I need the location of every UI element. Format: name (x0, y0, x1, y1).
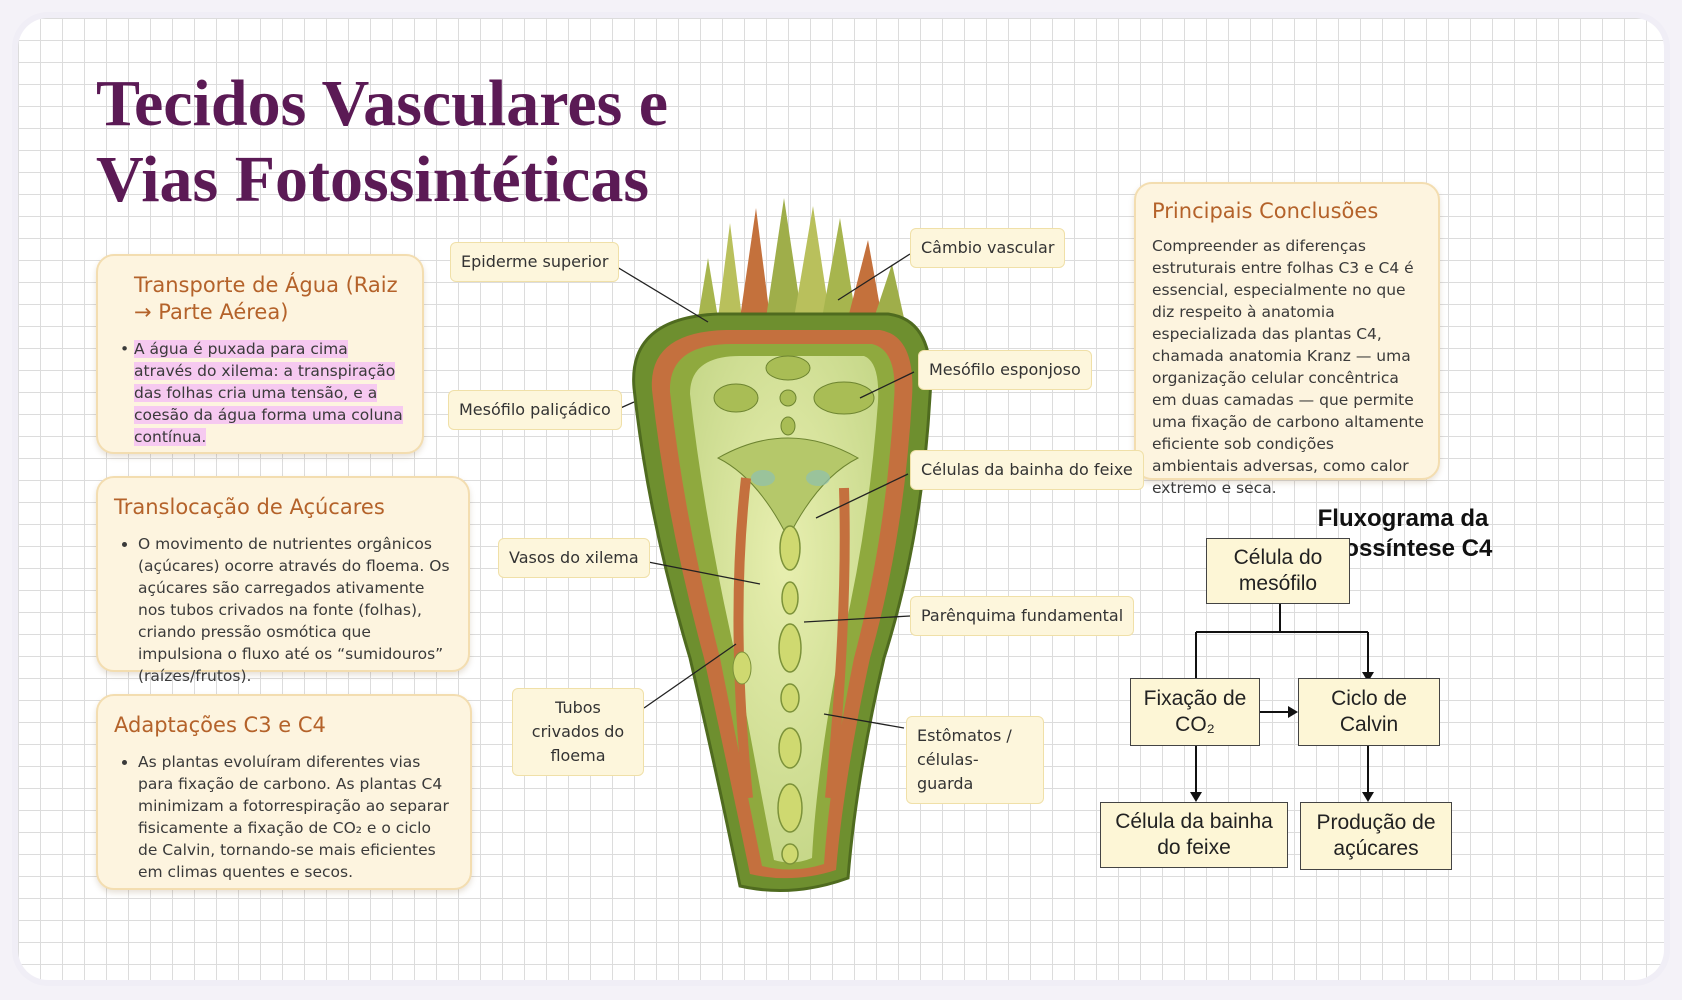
label-celulas-bainha: Células da bainha do feixe (910, 450, 1144, 490)
title-line-1: Tecidos Vasculares e (96, 67, 669, 140)
leader-lines (611, 253, 915, 729)
stem-left-node (732, 651, 752, 685)
card-conclusions: Principais Conclusões Compreender as dif… (1134, 182, 1440, 497)
stem-vascular-bundle (713, 355, 875, 540)
card-conclusions-heading: Principais Conclusões (1152, 199, 1379, 223)
grid-sheet: Tecidos Vasculares e Vias Fotossintética… (18, 18, 1664, 980)
card-c3c4-heading: Adaptações C3 e C4 (114, 713, 326, 737)
stem-right-channel (825, 487, 850, 799)
card-c3-c4: Adaptações C3 e C4 As plantas evoluíram … (96, 694, 472, 890)
label-parenquima: Parênquima fundamental (910, 596, 1135, 636)
card-sugar-translocation: Translocação de Açúcares O movimento de … (96, 476, 470, 685)
label-mesofilo-palicadico: Mesófilo paliçádico (448, 390, 622, 430)
flow-box-mesofilo: Célula do mesófilo (1206, 538, 1350, 604)
title-line-2: Vias Fotossintéticas (96, 143, 650, 216)
flow-box-acucares: Produção de açúcares (1300, 802, 1452, 870)
flow-arrowheads (1190, 672, 1374, 802)
flow-box-calvin: Ciclo de Calvin (1298, 678, 1440, 746)
label-tubos-floema: Tubos crivados do floema (512, 688, 644, 776)
flow-box-bainha: Célula da bainha do feixe (1100, 802, 1288, 868)
card-sugar-text: O movimento de nutrientes orgânicos (açú… (138, 533, 452, 687)
page-title: Tecidos Vasculares e Vias Fotossintética… (96, 66, 816, 218)
label-epiderme-superior: Epiderme superior (450, 242, 620, 282)
card-water-text: A água é puxada para cima através do xil… (134, 340, 403, 446)
label-estomatos: Estômatos / células-guarda (906, 716, 1044, 804)
label-vasos-xilema: Vasos do xilema (498, 538, 650, 578)
label-cambio-vascular: Câmbio vascular (910, 228, 1066, 268)
stem-top-fringe (698, 198, 904, 318)
card-water-transport: Transporte de Água (Raiz → Parte Aérea) … (96, 254, 424, 454)
stem-central-column (777, 525, 803, 865)
card-c3c4-text: As plantas evoluíram diferentes vias par… (138, 751, 454, 883)
card-conclusions-text: Compreender as diferenças estruturais en… (1152, 237, 1424, 497)
stem-illustration (611, 198, 1374, 892)
label-mesofilo-esponjoso: Mesófilo esponjoso (918, 350, 1092, 390)
card-sugar-heading: Translocação de Açúcares (114, 495, 385, 519)
flow-box-fixacao: Fixação de CO₂ (1130, 678, 1260, 746)
stem-left-channel (733, 477, 753, 799)
card-water-bullet: • A água é puxada para cima através do x… (120, 340, 403, 446)
card-water-heading: Transporte de Água (Raiz → Parte Aérea) (134, 273, 398, 324)
